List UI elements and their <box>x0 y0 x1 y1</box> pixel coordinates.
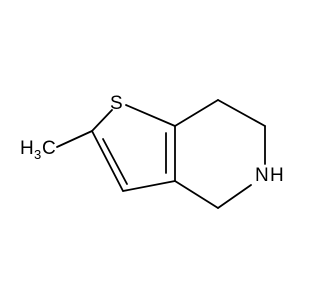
bond-methyl <box>56 130 93 148</box>
nitrogen-hydrogen-label: H <box>270 165 284 186</box>
bond-c7a-c7 <box>174 99 219 127</box>
bond-c2-s <box>91 109 113 132</box>
bond-c4-c3a <box>174 180 219 209</box>
bond-c3-c2 <box>91 130 124 192</box>
methyl-carbon-label: C <box>42 138 56 159</box>
molecule-drawing: S N H H 3 C <box>20 93 284 209</box>
methyl-hydrogen-label: H <box>20 138 34 159</box>
bond-c7-c6 <box>217 99 266 127</box>
bond-n5-c4 <box>217 184 252 209</box>
structure-canvas: S N H H 3 C <box>20 93 284 209</box>
sulfur-atom-label: S <box>110 93 123 114</box>
methyl-subscript-label: 3 <box>34 147 41 162</box>
bond-s-c7a <box>125 104 176 127</box>
bond-c2-c3-inner <box>102 138 128 185</box>
nitrogen-atom-label: N <box>255 165 269 186</box>
bond-c3a-c3 <box>122 180 176 192</box>
